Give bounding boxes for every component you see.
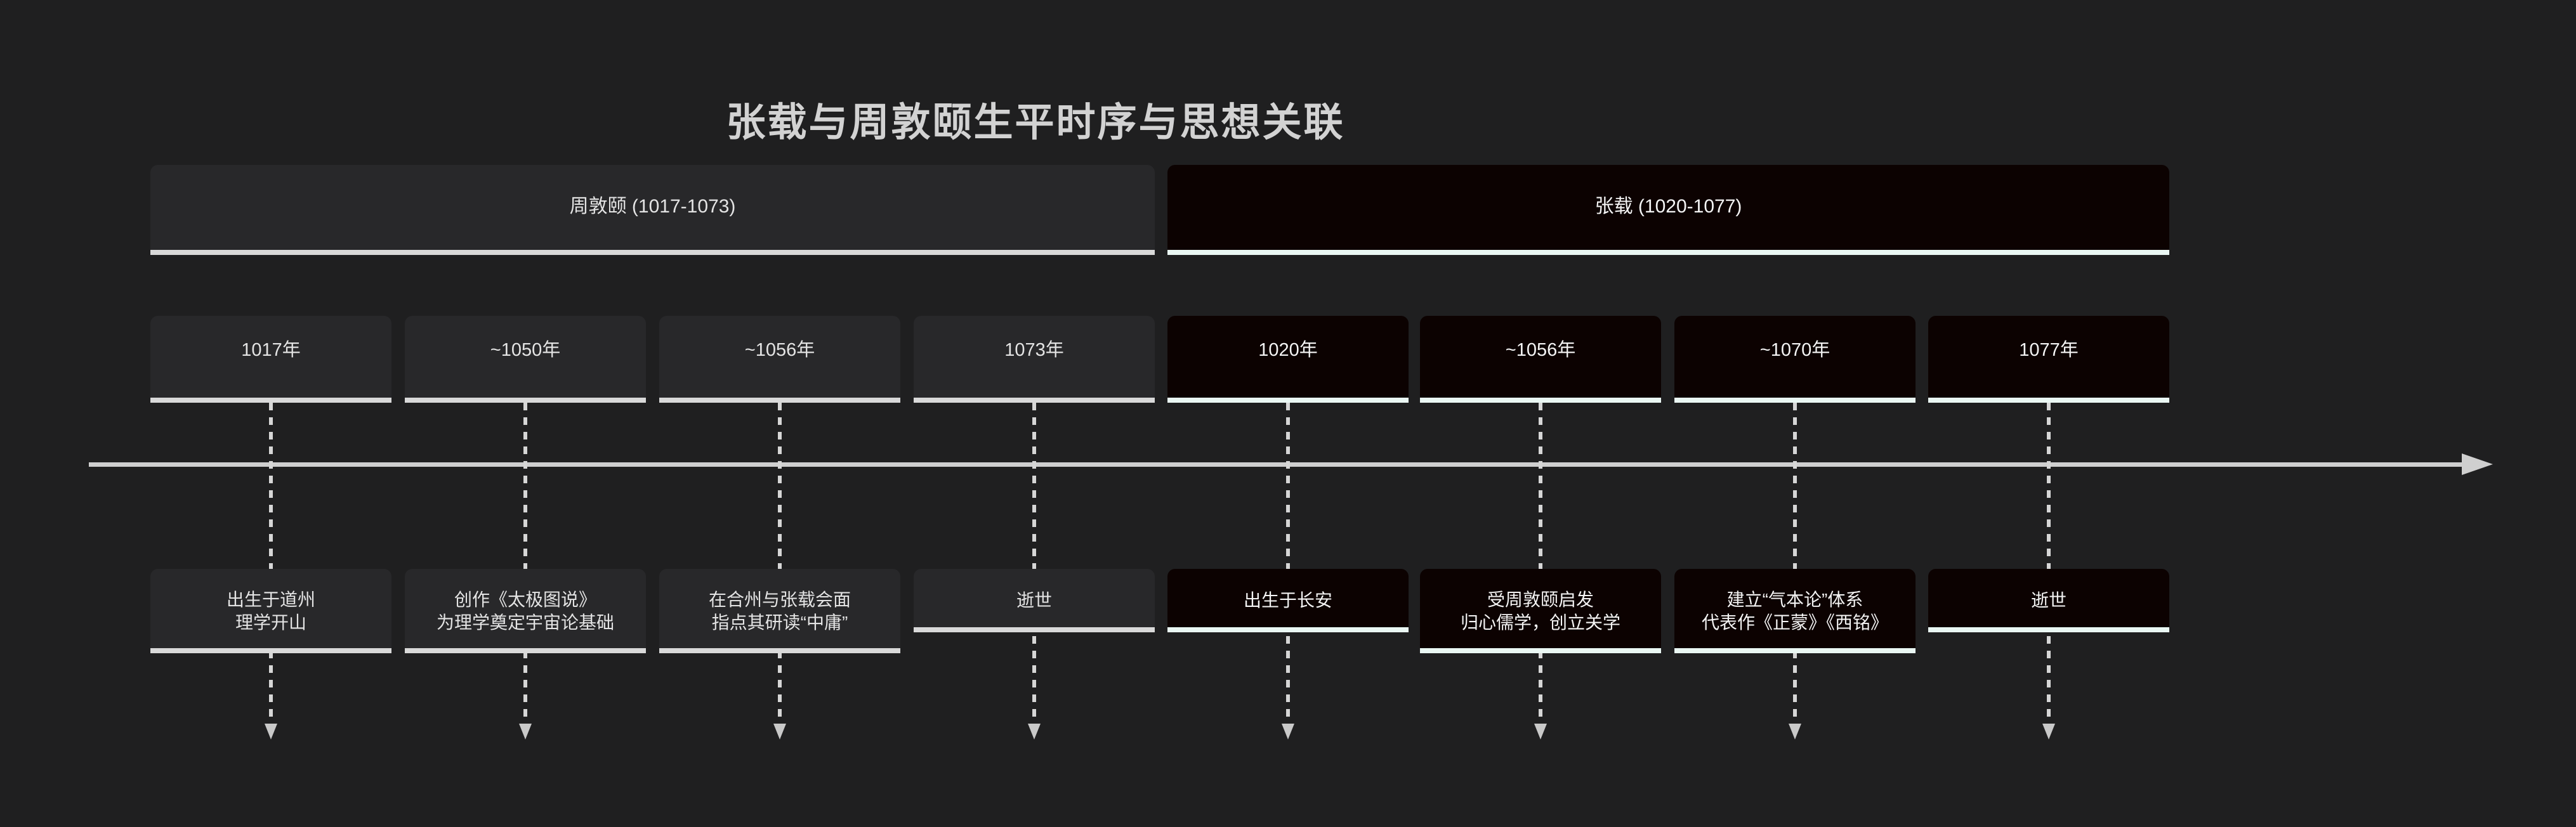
year-label: ~1056年: [1505, 339, 1576, 360]
year-box: ~1070年: [1674, 316, 1916, 403]
year-label: ~1050年: [490, 339, 561, 360]
event-box: 出生于道州 理学开山: [150, 569, 391, 653]
event-line: 代表作《正蒙》《西铭》: [1701, 612, 1888, 632]
down-arrow-icon: [1789, 724, 1801, 739]
event-box: 出生于长安: [1167, 569, 1409, 632]
dashed-connector: [1793, 403, 1797, 725]
dashed-connector: [1032, 403, 1036, 725]
year-box: 1077年: [1928, 316, 2169, 403]
down-arrow-icon: [1282, 724, 1294, 739]
year-label: 1017年: [241, 339, 301, 360]
page-title: 张载与周敦颐生平时序与思想关联: [726, 101, 1345, 145]
dashed-connector: [778, 403, 782, 725]
down-arrow-icon: [1534, 724, 1547, 739]
event-box: 逝世: [1928, 569, 2169, 632]
event-line: 指点其研读“中庸”: [711, 612, 848, 632]
event-box: 建立“气本论”体系 代表作《正蒙》《西铭》: [1674, 569, 1916, 653]
event-line: 逝世: [2030, 590, 2067, 610]
year-box: 1073年: [914, 316, 1155, 403]
dashed-connector: [523, 403, 527, 725]
timeline-arrowhead-icon: [2462, 453, 2493, 475]
section-header-zhang-zai: 张载 (1020-1077): [1167, 165, 2169, 255]
year-box: ~1056年: [659, 316, 900, 403]
event-box: 创作《太极图说》 为理学奠定宇宙论基础: [405, 569, 646, 653]
down-arrow-icon: [519, 724, 532, 739]
event-line: 创作《太极图说》: [454, 589, 596, 609]
section-header-zhou-dunyi: 周敦颐 (1017-1073): [150, 165, 1155, 255]
timeline-axis: [89, 462, 2462, 467]
event-box: 受周敦颐启发 归心儒学，创立关学: [1420, 569, 1661, 653]
event-line: 建立“气本论”体系: [1726, 589, 1863, 609]
section-label: 周敦颐 (1017-1073): [569, 196, 736, 217]
down-arrow-icon: [2042, 724, 2055, 739]
year-box: 1020年: [1167, 316, 1409, 403]
year-label: 1073年: [1004, 339, 1064, 360]
year-label: 1020年: [1258, 339, 1318, 360]
event-box: 逝世: [914, 569, 1155, 632]
event-line: 出生于道州: [226, 589, 315, 609]
event-box: 在合州与张载会面 指点其研读“中庸”: [659, 569, 900, 653]
event-line: 归心儒学，创立关学: [1460, 612, 1620, 632]
year-label: ~1056年: [744, 339, 815, 360]
section-label: 张载 (1020-1077): [1594, 196, 1742, 217]
dashed-connector: [1539, 403, 1542, 725]
year-label: 1077年: [2019, 339, 2079, 360]
down-arrow-icon: [773, 724, 786, 739]
year-box: ~1056年: [1420, 316, 1661, 403]
dashed-connector: [269, 403, 273, 725]
down-arrow-icon: [265, 724, 277, 739]
event-line: 受周敦颐启发: [1487, 589, 1594, 609]
event-line: 出生于长安: [1243, 590, 1332, 610]
dashed-connector: [2047, 403, 2051, 725]
down-arrow-icon: [1028, 724, 1041, 739]
year-box: 1017年: [150, 316, 391, 403]
year-label: ~1070年: [1759, 339, 1830, 360]
dashed-connector: [1286, 403, 1290, 725]
event-line: 理学开山: [235, 612, 306, 632]
event-line: 在合州与张载会面: [708, 589, 851, 609]
event-line: 为理学奠定宇宙论基础: [436, 612, 614, 632]
year-box: ~1050年: [405, 316, 646, 403]
event-line: 逝世: [1016, 590, 1052, 610]
